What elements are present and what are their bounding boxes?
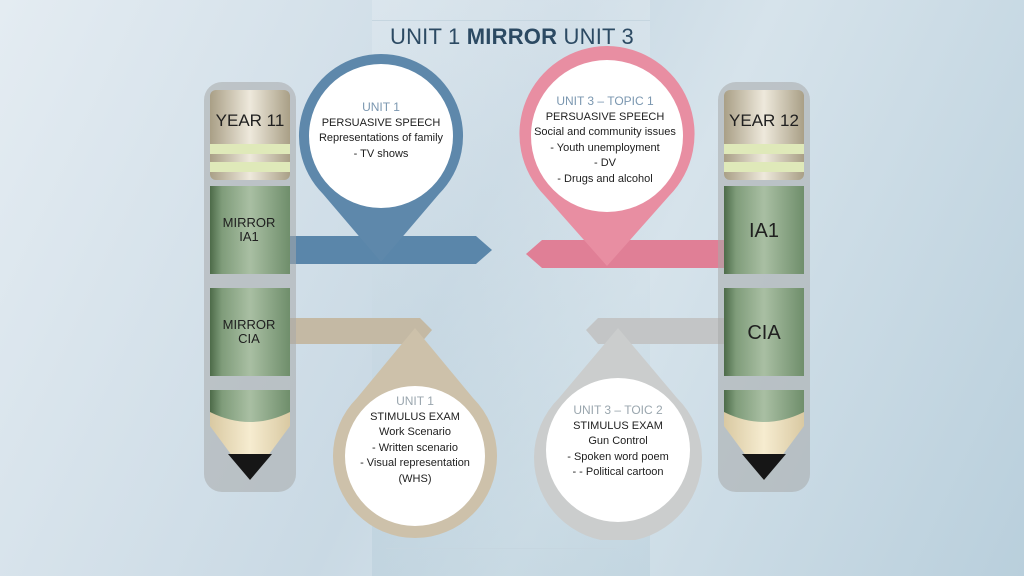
right-pencil (718, 82, 810, 492)
pin-unit3-exam-text: UNIT 3 – TOIC 2 STIMULUS EXAM Gun Contro… (567, 403, 669, 478)
pin-unit3-speech-text: UNIT 3 – TOPIC 1 PERSUASIVE SPEECH Socia… (534, 94, 676, 185)
left-pencil (204, 82, 296, 492)
pin-unit1-speech-text: UNIT 1 PERSUASIVE SPEECH Representations… (318, 100, 444, 160)
pin-unit1-exam (332, 328, 498, 539)
pin-unit1-exam-text: UNIT 1 STIMULUS EXAM Work Scenario - Wri… (360, 394, 470, 485)
pin-unit3-exam (534, 328, 702, 540)
pin-unit1-speech (299, 54, 463, 262)
year-11-label: YEAR 11 (215, 111, 285, 130)
right-box2-label: CIA (747, 322, 781, 344)
page-title: UNIT 1 MIRROR UNIT 3 (389, 24, 634, 49)
ribbon-pink (526, 240, 734, 268)
bottom-divider (386, 548, 616, 549)
right-box1-label: IA1 (748, 220, 780, 242)
top-divider (372, 20, 650, 21)
ribbon-tan (270, 318, 432, 344)
year-12-label: YEAR 12 (729, 111, 799, 130)
pin-unit3-speech (519, 46, 695, 266)
